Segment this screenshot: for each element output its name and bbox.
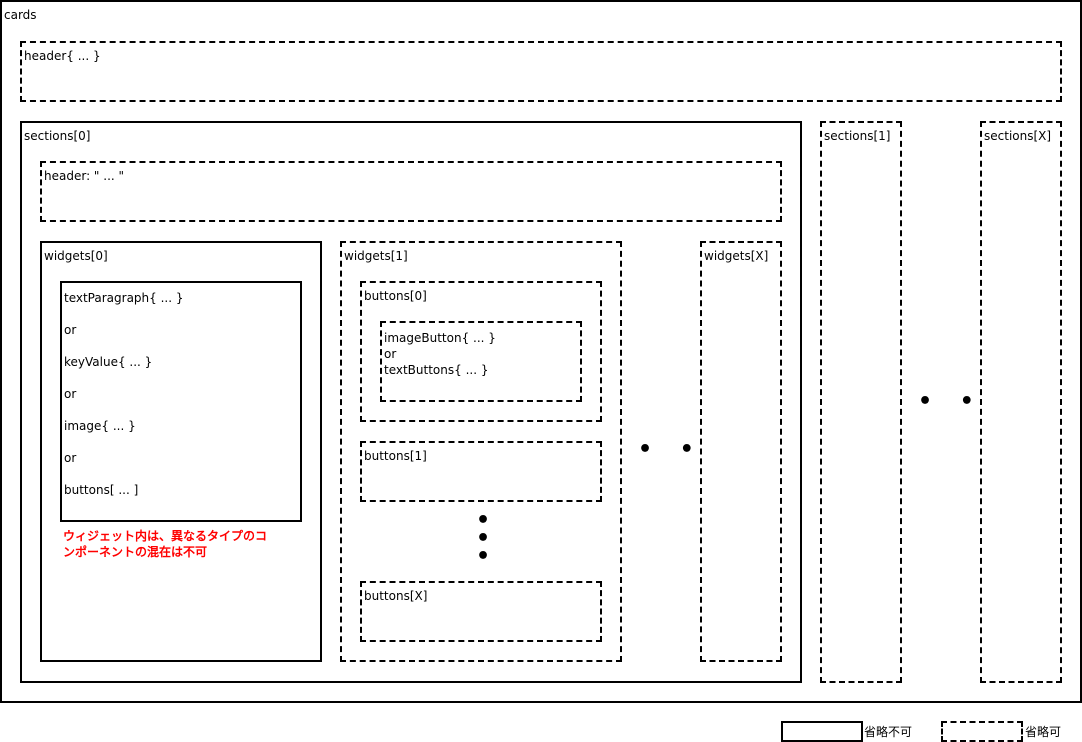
vertical-dot-3: •	[476, 544, 491, 569]
section-header-label: header: " ... "	[44, 169, 125, 183]
section-x-label: sections[X]	[984, 129, 1052, 143]
widget-x-label: widgets[X]	[704, 249, 769, 263]
widget-0-label: widgets[0]	[44, 249, 108, 263]
content-text-paragraph: textParagraph{ ... }	[64, 291, 184, 305]
inner-text-buttons: textButtons{ ... }	[384, 363, 489, 377]
content-or-3: or	[64, 451, 77, 465]
section-1-box: sections[1]	[820, 121, 902, 683]
mixing-note-line-2: ンポーネントの混在は不可	[63, 545, 208, 559]
buttons-1-box: buttons[1]	[360, 441, 602, 502]
widget-0-content-box: textParagraph{ ... } or keyValue{ ... } …	[60, 281, 302, 522]
content-or-1: or	[64, 323, 77, 337]
card-header-box: header{ ... }	[20, 41, 1062, 102]
content-image: image{ ... }	[64, 419, 136, 433]
vertical-ellipsis: • • •	[476, 510, 491, 569]
inner-image-button: imageButton{ ... }	[384, 331, 496, 345]
cards-label: cards	[4, 8, 37, 22]
section-0-label: sections[0]	[24, 129, 91, 143]
legend-solid-label: 省略不可	[864, 725, 913, 739]
buttons-1-label: buttons[1]	[364, 449, 427, 463]
widget-1-label: widgets[1]	[344, 249, 408, 263]
legend-dashed-swatch	[941, 721, 1023, 742]
buttons-x-label: buttons[X]	[364, 589, 428, 603]
mixing-note-line-1: ウィジェット内は、異なるタイプのコ	[63, 529, 268, 543]
content-key-value: keyValue{ ... }	[64, 355, 153, 369]
buttons-0-label: buttons[0]	[364, 289, 427, 303]
legend-dashed-label: 省略可	[1025, 725, 1062, 739]
card-header-label: header{ ... }	[24, 49, 101, 63]
section-1-label: sections[1]	[824, 129, 891, 143]
content-buttons: buttons[ ... ]	[64, 483, 139, 497]
buttons-x-box: buttons[X]	[360, 581, 602, 642]
inner-or: or	[384, 347, 397, 361]
mixing-note: ウィジェット内は、異なるタイプのコ ンポーネントの混在は不可	[63, 528, 313, 560]
section-header-box: header: " ... "	[40, 161, 782, 222]
legend-solid-swatch	[781, 721, 863, 742]
content-or-2: or	[64, 387, 77, 401]
buttons-0-inner-box: imageButton{ ... } or textButtons{ ... }	[380, 321, 582, 402]
widget-x-box: widgets[X]	[700, 241, 782, 662]
section-x-box: sections[X]	[980, 121, 1062, 683]
